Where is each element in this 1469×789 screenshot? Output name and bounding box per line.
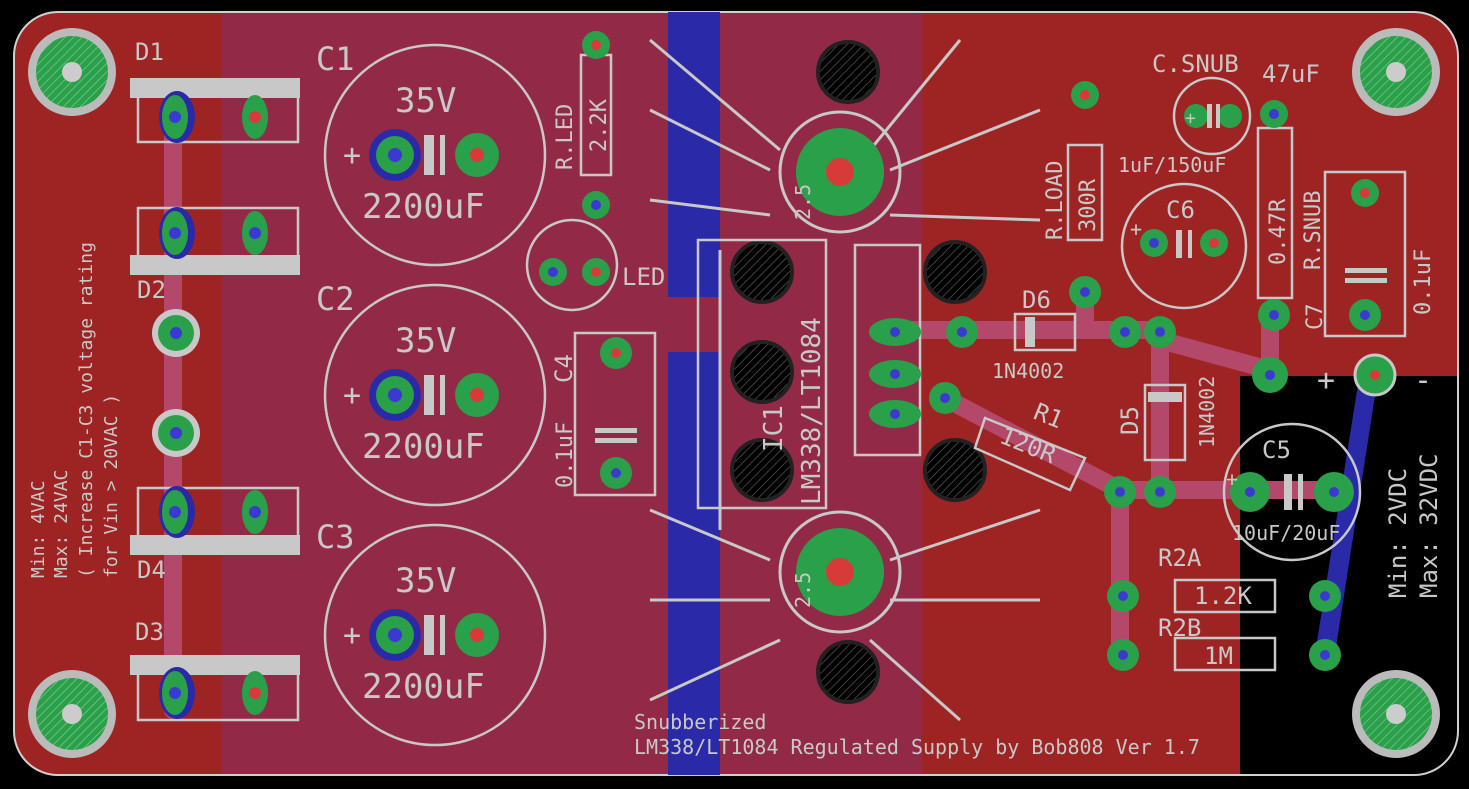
rsnub-value: 0.47R	[1266, 198, 1291, 265]
through-hole-pads	[152, 31, 1397, 719]
label-c7: C7	[1303, 304, 1328, 331]
c1-value: 2200uF	[362, 187, 485, 227]
c4-value: 0.1uF	[553, 422, 578, 488]
input-note-4: for Vin > 20VAC )	[101, 394, 122, 578]
c3-value: 2200uF	[362, 667, 485, 707]
label-r2b: R2B	[1158, 614, 1201, 642]
c3-voltage: 35V	[395, 561, 456, 601]
svg-text:+: +	[1226, 467, 1238, 491]
heatsink-label-top: 2.5	[791, 184, 815, 220]
rled-value: 2.2K	[587, 98, 612, 152]
label-csnub: C.SNUB	[1152, 50, 1239, 78]
output-min: Min: 2VDC	[1384, 468, 1412, 598]
d6-part: 1N4002	[992, 359, 1064, 383]
svg-text:+: +	[1130, 217, 1142, 241]
input-note-2: Max: 24VAC	[51, 470, 72, 578]
label-d5: D5	[1116, 406, 1144, 435]
output-plus: +	[1317, 363, 1335, 398]
c6-value: 1uF/150uF	[1118, 153, 1226, 177]
label-rsnub: R.SNUB	[1301, 191, 1326, 270]
r2b-value: 1M	[1204, 642, 1233, 670]
c7-value: 0.1uF	[1411, 249, 1436, 315]
csnub-value: 47uF	[1262, 60, 1320, 88]
output-minus: -	[1414, 363, 1432, 398]
svg-text:+: +	[1185, 108, 1196, 129]
r2a-value: 1.2K	[1194, 582, 1252, 610]
label-ic1: IC1	[759, 405, 789, 452]
c5-value: 10uF/20uF	[1232, 521, 1340, 545]
label-c5: C5	[1262, 436, 1291, 464]
svg-text:+: +	[343, 138, 361, 173]
label-c2: C2	[316, 280, 355, 318]
label-c3: C3	[316, 518, 355, 556]
polarity-marks	[424, 104, 1387, 655]
c1-voltage: 35V	[395, 81, 456, 121]
heatsink-holes	[730, 40, 987, 704]
silkscreen-outlines	[130, 43, 1407, 747]
label-c6: C6	[1166, 196, 1195, 224]
c2-voltage: 35V	[395, 321, 456, 361]
heatsink-outline	[649, 38, 1041, 722]
board-title-1: Snubberized	[634, 710, 766, 734]
input-note-1: Min: 4VAC	[28, 480, 49, 578]
silkscreen-text: D1 D2 D4 D3 C1 C2 C3 35V 35V 35V 2200uF …	[28, 38, 1443, 759]
label-led: LED	[622, 263, 665, 291]
label-d1: D1	[135, 38, 164, 66]
svg-text:+: +	[343, 378, 361, 413]
rload-value: 300R	[1076, 178, 1101, 232]
d5-part: 1N4002	[1195, 376, 1219, 448]
label-d3: D3	[135, 618, 164, 646]
heatsink-label-bottom: 2.5	[791, 572, 815, 608]
label-d6: D6	[1022, 286, 1051, 314]
board-title-2: LM338/LT1084 Regulated Supply by Bob808 …	[634, 735, 1200, 759]
c2-value: 2200uF	[362, 427, 485, 467]
label-c4: C4	[550, 354, 578, 383]
mounting-holes	[28, 28, 1440, 758]
input-note-3: ( Increase C1-C3 voltage rating	[76, 242, 97, 578]
svg-text:+: +	[343, 618, 361, 653]
label-rled: R.LED	[553, 104, 578, 170]
label-r2a: R2A	[1158, 544, 1202, 572]
output-max: Max: 32VDC	[1415, 454, 1443, 599]
label-d2: D2	[137, 276, 166, 304]
heatsink-mount-pads	[796, 128, 884, 616]
label-c1: C1	[316, 40, 355, 78]
label-d4: D4	[137, 556, 166, 584]
ic1-part: LM338/LT1084	[797, 317, 827, 505]
label-rload: R.LOAD	[1043, 161, 1068, 240]
